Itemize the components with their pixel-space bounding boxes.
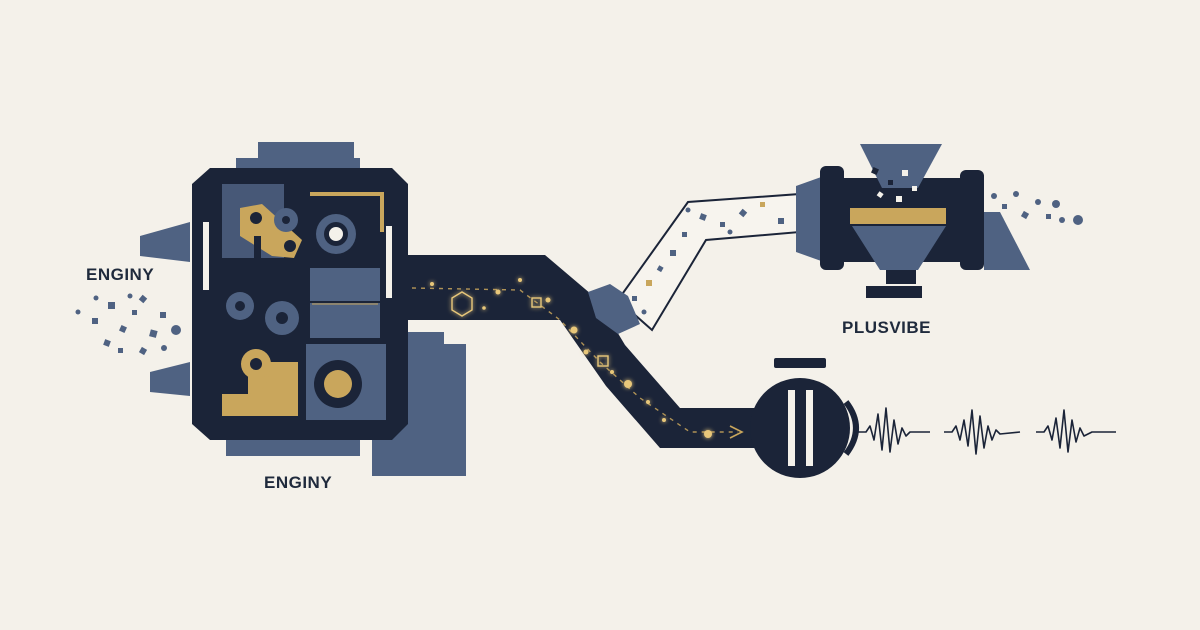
- gear-icon: [314, 360, 362, 408]
- gear-icon: [274, 208, 298, 232]
- output-disc: [750, 358, 859, 478]
- hopper-machine: [796, 144, 1030, 298]
- light-pipe: [588, 192, 801, 334]
- engine-block: [140, 142, 466, 476]
- left-debris-particles: [75, 293, 181, 356]
- engine-label-left: ENGINY: [86, 265, 155, 284]
- engine-label-bottom: ENGINY: [264, 473, 333, 492]
- hopper-label: PLUSVIBE: [842, 318, 932, 337]
- gear-icon: [241, 349, 271, 379]
- audio-waveform: [856, 407, 1116, 455]
- gear-icon: [265, 301, 299, 335]
- gear-icon: [226, 292, 254, 320]
- right-debris-particles: [991, 191, 1083, 225]
- dark-conduit: [405, 255, 768, 448]
- gear-icon: [316, 214, 356, 254]
